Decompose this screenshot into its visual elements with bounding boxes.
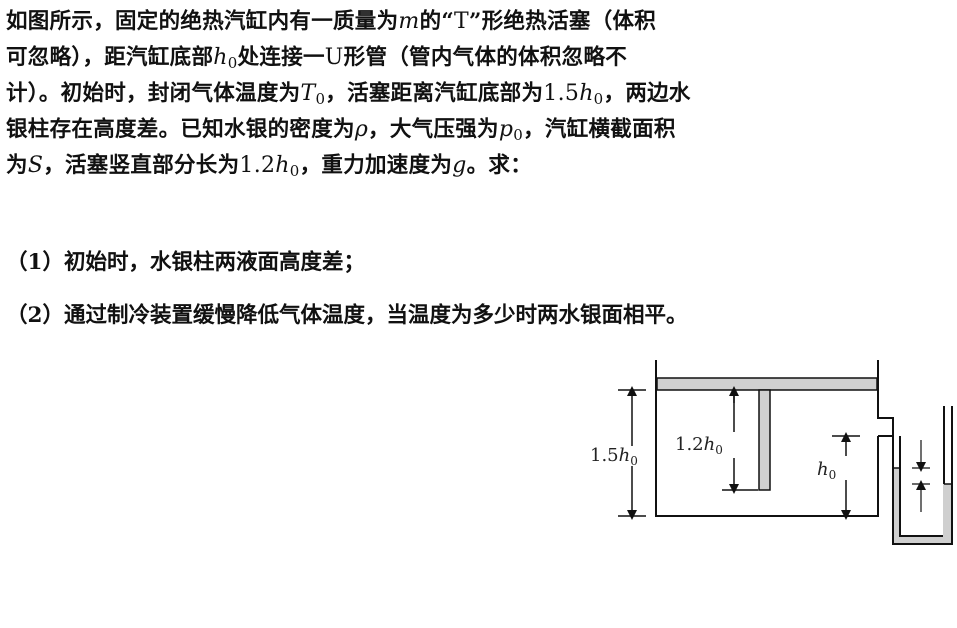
- question-1: （1）初始时，水银柱两液面高度差；: [6, 250, 365, 275]
- problem-statement: 如图所示，固定的绝热汽缸内有一质量为m的“T”形绝热活塞（体积 可忽略），距汽缸…: [6, 4, 954, 184]
- g-symbol: g: [452, 153, 467, 178]
- s-symbol: S: [27, 153, 44, 178]
- h0-symbol: h0: [275, 153, 300, 180]
- u-tube: [892, 406, 953, 545]
- h0-symbol: h0: [579, 81, 604, 108]
- cylinder-diagram: 1.5h0 1.2h0 h0: [580, 348, 957, 548]
- cylinder-outline: [655, 360, 879, 517]
- question-2: （2）通过制冷装置缓慢降低气体温度，当温度为多少时两水银面相平。: [6, 303, 688, 328]
- piston-plate: [656, 377, 878, 391]
- piston-stem: [758, 389, 771, 491]
- problem-line-3: 计）。初始时，封闭气体温度为T0，活塞距离汽缸底部为1.5h0，两边水: [6, 81, 691, 108]
- dim-1-2h0: [722, 386, 758, 494]
- rho-symbol: ρ: [354, 117, 369, 142]
- problem-line-5: 为S，活塞竖直部分长为1.2h0，重力加速度为g。求：: [6, 153, 533, 180]
- p0-symbol: p0: [498, 117, 524, 144]
- t-shape-letter: T: [454, 9, 470, 34]
- u-tube-outer-wall: [892, 406, 953, 545]
- dim-h0: [832, 432, 860, 520]
- problem-line-1: 如图所示，固定的绝热汽缸内有一质量为m的“T”形绝热活塞（体积: [6, 9, 657, 34]
- problem-line-4: 银柱存在高度差。已知水银的密度为ρ，大气压强为p0，汽缸横截面积: [6, 117, 676, 144]
- label-1-5h0: 1.5h0: [590, 445, 638, 468]
- cylinder-side-port: [877, 360, 894, 437]
- u-tube-inner-wall: [899, 406, 945, 537]
- dim-1-5h0: [618, 386, 646, 520]
- cylinder-diagram-svg: 1.5h0 1.2h0 h0: [590, 360, 953, 545]
- u-shape-letter: U: [324, 45, 344, 70]
- mass-symbol: m: [398, 9, 420, 34]
- problem-line-2: 可忽略），距汽缸底部h0处连接一U形管（管内气体的体积忽略不: [6, 45, 628, 72]
- label-1-2h0: 1.2h0: [675, 434, 723, 457]
- mercury-column: [894, 468, 951, 543]
- t0-symbol: T0: [300, 81, 326, 108]
- h0-symbol: h0: [213, 45, 238, 72]
- label-h0: h0: [817, 459, 836, 482]
